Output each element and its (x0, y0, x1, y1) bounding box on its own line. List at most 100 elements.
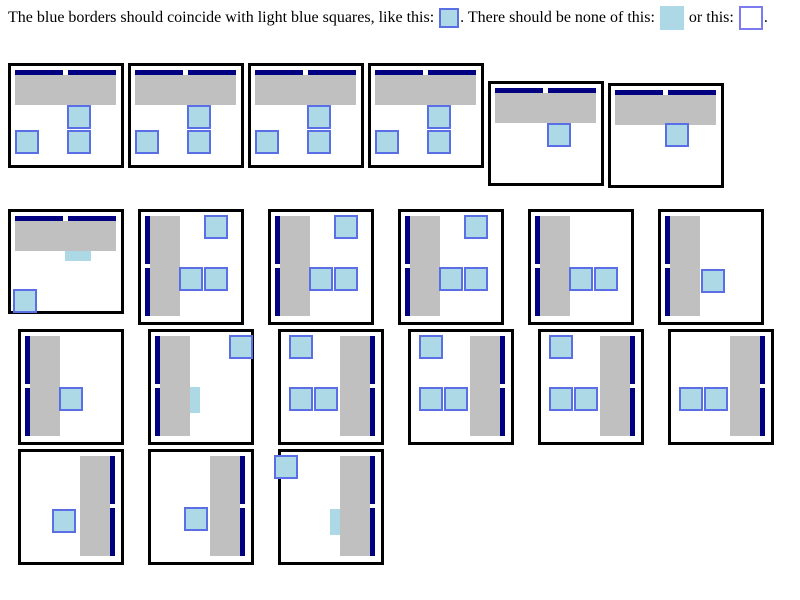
navy-bar (145, 216, 150, 264)
navy-bar (535, 268, 540, 316)
navy-bar (135, 70, 183, 75)
navy-bar (535, 216, 540, 264)
navy-bar (145, 268, 150, 316)
bordered-square (439, 267, 463, 291)
navy-bar (25, 336, 30, 384)
bordered-square (419, 387, 443, 411)
bordered-square (444, 387, 468, 411)
gray-bar (495, 93, 596, 123)
light-blue-fill (190, 387, 200, 413)
bordered-square (549, 387, 573, 411)
navy-bar (668, 90, 716, 95)
test-panel (148, 449, 254, 565)
gray-bar (15, 221, 116, 251)
bordered-square (334, 267, 358, 291)
bordered-square (334, 215, 358, 239)
test-panel (368, 63, 484, 168)
navy-bar (760, 336, 765, 384)
caption: The blue borders should coincide with li… (8, 6, 788, 36)
gray-bar (670, 216, 700, 316)
navy-bar (370, 388, 375, 436)
navy-bar (308, 70, 356, 75)
bordered-square (255, 130, 279, 154)
gray-bar (410, 216, 440, 316)
test-panel (148, 329, 254, 445)
navy-bar (68, 216, 116, 221)
bordered-square (67, 105, 91, 129)
bordered-square (704, 387, 728, 411)
navy-bar (405, 268, 410, 316)
navy-bar (370, 336, 375, 384)
bordered-square (15, 130, 39, 154)
bordered-square (427, 105, 451, 129)
navy-bar (110, 456, 115, 504)
test-panel (128, 63, 244, 168)
navy-bar (255, 70, 303, 75)
navy-bar (275, 216, 280, 264)
good-example-square-icon (439, 8, 460, 28)
bordered-square (569, 267, 593, 291)
test-panel (274, 449, 384, 565)
navy-bar (25, 388, 30, 436)
fill-only-square-icon (659, 6, 684, 30)
test-panel (8, 209, 124, 314)
bordered-square (427, 130, 451, 154)
navy-bar (405, 216, 410, 264)
test-panel (8, 63, 124, 168)
caption-text-1: The blue borders should coincide with li… (8, 9, 435, 26)
bordered-square (184, 507, 208, 531)
gray-bar (540, 216, 570, 316)
navy-bar (110, 508, 115, 556)
bordered-square (289, 335, 313, 359)
navy-bar (240, 456, 245, 504)
light-blue-fill (65, 251, 91, 261)
gray-bar (135, 75, 236, 105)
gray-bar (210, 456, 240, 556)
bordered-square (679, 387, 703, 411)
caption-text-3: or this: (688, 9, 734, 26)
gray-bar (340, 456, 370, 556)
bordered-square (419, 335, 443, 359)
navy-bar (188, 70, 236, 75)
navy-bar (375, 70, 423, 75)
test-panel (528, 209, 634, 325)
bordered-square (13, 289, 37, 313)
bordered-square (289, 387, 313, 411)
navy-bar (548, 88, 596, 93)
bordered-square (135, 130, 159, 154)
bordered-square (274, 455, 298, 479)
bordered-square (314, 387, 338, 411)
bordered-square (187, 105, 211, 129)
test-panel (658, 209, 764, 325)
navy-bar (495, 88, 543, 93)
bordered-square (309, 267, 333, 291)
gray-bar (280, 216, 310, 316)
test-panel (18, 449, 124, 565)
test-panel (18, 329, 124, 445)
light-blue-fill (330, 509, 340, 535)
bordered-square (52, 509, 76, 533)
navy-bar (665, 268, 670, 316)
caption-text-2: . There should be none of this: (460, 9, 655, 26)
test-panel (248, 63, 364, 168)
bordered-square (574, 387, 598, 411)
bordered-square (307, 130, 331, 154)
bordered-square (375, 130, 399, 154)
gray-bar (730, 336, 760, 436)
bordered-square (229, 335, 253, 359)
bordered-square (594, 267, 618, 291)
test-panel (608, 83, 724, 188)
navy-bar (240, 508, 245, 556)
bordered-square (701, 269, 725, 293)
gray-bar (340, 336, 370, 436)
navy-bar (370, 456, 375, 504)
navy-bar (15, 70, 63, 75)
navy-bar (428, 70, 476, 75)
gray-bar (80, 456, 110, 556)
navy-bar (155, 336, 160, 384)
gray-bar (30, 336, 60, 436)
bordered-square (179, 267, 203, 291)
test-panel (538, 329, 644, 445)
navy-bar (500, 388, 505, 436)
